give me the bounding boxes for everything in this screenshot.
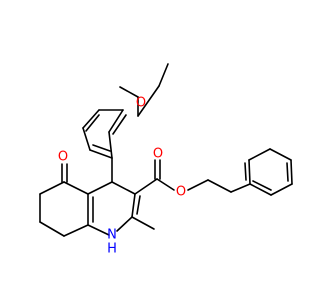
bond xyxy=(111,181,136,195)
dihydropyridine-ring xyxy=(87,181,141,236)
ether-oxygen-label: O xyxy=(136,96,146,111)
bond xyxy=(116,216,133,232)
bond xyxy=(131,193,136,218)
ring-nitrogen-label: N xyxy=(107,228,117,243)
ester-oxygen-label: O xyxy=(176,185,186,200)
structure-canvas: O O O O N H xyxy=(39,63,293,257)
bond xyxy=(290,159,293,185)
bond xyxy=(286,162,289,182)
ketone-group xyxy=(61,163,68,183)
bond xyxy=(87,181,113,195)
bond xyxy=(112,114,127,135)
bond xyxy=(89,149,113,159)
ring-nitrogen-h-label: H xyxy=(107,242,117,257)
bond xyxy=(137,85,160,117)
methyl-bond xyxy=(131,216,155,230)
bond xyxy=(156,178,175,191)
ketone-oxygen-label: O xyxy=(58,150,68,165)
bond xyxy=(63,224,89,237)
bond xyxy=(82,109,100,129)
bond xyxy=(134,178,158,195)
bond xyxy=(87,224,110,236)
bond xyxy=(244,162,247,181)
bond xyxy=(136,195,141,215)
bond xyxy=(63,181,89,195)
ester-group xyxy=(134,159,232,195)
ester-carbonyl-oxygen-label: O xyxy=(153,147,163,162)
ethoxy-group xyxy=(119,63,169,117)
bond xyxy=(82,127,91,151)
bond xyxy=(249,183,272,196)
bond xyxy=(230,183,251,193)
bond xyxy=(119,86,139,98)
atom-labels: O O O O N H xyxy=(58,96,186,257)
bond xyxy=(252,180,272,191)
cyclohexenone-ring xyxy=(39,181,89,237)
bond xyxy=(108,131,113,159)
bond xyxy=(187,179,209,191)
bond xyxy=(270,183,293,196)
bond xyxy=(39,181,65,195)
bond xyxy=(158,63,169,87)
bond xyxy=(248,148,271,161)
phenyl-ring xyxy=(230,148,293,196)
bond xyxy=(39,221,65,237)
bond xyxy=(207,179,232,193)
bond xyxy=(108,109,124,133)
bond xyxy=(92,144,111,152)
bond xyxy=(85,114,100,132)
molecule-structure: O O O O N H xyxy=(39,63,293,257)
bond xyxy=(269,148,292,161)
bond xyxy=(248,159,251,185)
ethoxyphenyl-ring xyxy=(82,109,127,159)
